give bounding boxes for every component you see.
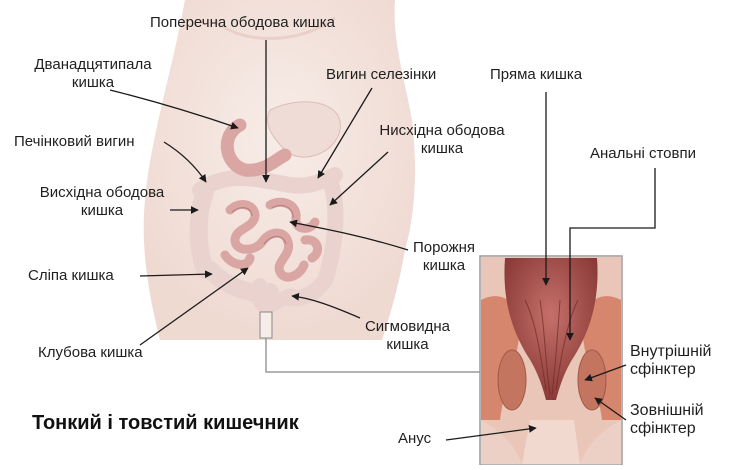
label-splenic-flexure: Вигин селезінки	[326, 66, 436, 84]
label-descending-colon: Нисхідна ободова кишка	[362, 122, 522, 158]
label-internal-sphincter-line2: сфінктер	[630, 361, 711, 379]
label-descending-colon-line1: Нисхідна ободова	[362, 122, 522, 140]
label-rectum: Пряма кишка	[490, 66, 582, 84]
diagram-title: Тонкий і товстий кишечник	[32, 412, 299, 435]
label-internal-sphincter-line1: Внутрішній	[630, 343, 711, 361]
torso-silhouette	[144, 0, 415, 340]
label-jejunum: Порожня кишка	[404, 239, 484, 275]
label-ascending-colon-line1: Висхідна ободова	[22, 184, 182, 202]
label-descending-colon-line2: кишка	[362, 140, 522, 158]
label-sigmoid-colon-line2: кишка	[350, 336, 465, 354]
label-sigmoid-colon-line1: Сигмовидна	[350, 318, 465, 336]
label-internal-sphincter: Внутрішній сфінктер	[630, 343, 711, 379]
label-duodenum-line2: кишка	[18, 74, 168, 92]
label-transverse-colon: Поперечна ободова кишка	[150, 14, 335, 32]
label-external-sphincter-line1: Зовнішній	[630, 402, 704, 420]
label-jejunum-line1: Порожня	[404, 239, 484, 257]
label-ascending-colon: Висхідна ободова кишка	[22, 184, 182, 220]
transverse-colon-shape	[200, 175, 335, 190]
label-external-sphincter-line2: сфінктер	[630, 420, 704, 438]
anus-shape	[522, 420, 580, 464]
label-cecum: Сліпа кишка	[28, 267, 114, 285]
rectum-stub-shape	[260, 312, 272, 338]
label-external-sphincter: Зовнішній сфінктер	[630, 402, 704, 438]
label-ileum: Клубова кишка	[38, 344, 143, 362]
label-anus: Анус	[398, 430, 431, 448]
label-ascending-colon-line2: кишка	[22, 202, 182, 220]
label-sigmoid-colon: Сигмовидна кишка	[350, 318, 465, 354]
label-hepatic-flexure: Печінковий вигин	[14, 133, 135, 151]
ascending-colon-shape	[199, 192, 205, 270]
label-jejunum-line2: кишка	[404, 257, 484, 275]
label-anal-columns: Анальні стовпи	[590, 145, 696, 163]
label-duodenum: Дванадцятипала кишка	[18, 56, 168, 92]
label-duodenum-line1: Дванадцятипала	[18, 56, 168, 74]
